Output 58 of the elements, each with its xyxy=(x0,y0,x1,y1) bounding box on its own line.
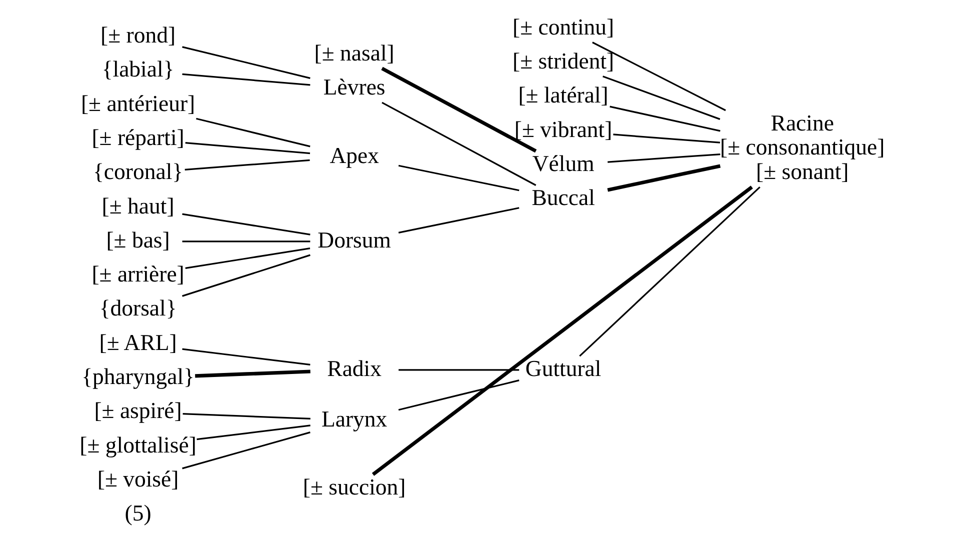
connector xyxy=(380,66,536,153)
node-text: Dorsum xyxy=(317,227,390,252)
node-text: [± haut] xyxy=(101,193,174,218)
connector xyxy=(182,240,310,242)
node-text: Larynx xyxy=(320,406,387,432)
node-text: {pharyngal} xyxy=(81,364,194,390)
connector xyxy=(607,153,720,163)
connector xyxy=(182,348,310,366)
node-text: {labial} xyxy=(101,56,174,82)
node-text: [± succion] xyxy=(302,474,406,500)
node-text: Racine [± consonantique] [± sonant] xyxy=(719,110,884,184)
node-text: [± nasal] xyxy=(314,40,394,66)
connector xyxy=(398,380,519,411)
connector xyxy=(371,186,752,476)
label: (5) xyxy=(124,500,151,526)
connector xyxy=(182,254,310,297)
connector xyxy=(184,247,310,270)
connector xyxy=(182,73,310,86)
connector xyxy=(592,42,726,112)
connector xyxy=(182,432,310,470)
node-text: [± arrière] xyxy=(91,262,184,287)
node-text: [± réparti] xyxy=(91,124,184,150)
connector xyxy=(609,106,720,132)
connector xyxy=(612,134,720,144)
connector xyxy=(398,207,519,234)
connector xyxy=(184,159,310,170)
node-text: [± ARL] xyxy=(98,330,176,355)
node-text: [± aspiré] xyxy=(94,398,182,424)
connector xyxy=(182,213,310,236)
node-text: Vélum xyxy=(532,151,594,176)
connector xyxy=(182,413,310,420)
node-text: Lèvres xyxy=(322,74,385,100)
connector xyxy=(381,102,536,186)
connector xyxy=(398,369,519,371)
connector xyxy=(182,46,310,79)
connector xyxy=(184,142,310,154)
connector xyxy=(196,118,310,148)
node-text: {dorsal} xyxy=(98,296,176,321)
node-text: [± continu] xyxy=(512,14,614,40)
node-text: [± voisé] xyxy=(96,466,178,492)
connector xyxy=(194,370,310,378)
connector xyxy=(196,424,310,440)
node-text: [± bas] xyxy=(106,227,170,252)
node-text: [± rond] xyxy=(100,22,176,48)
connector xyxy=(398,164,519,192)
connector xyxy=(606,164,720,192)
node-text: Radix xyxy=(326,356,382,381)
node-text: [± antérieur] xyxy=(80,90,195,116)
node-text: Apex xyxy=(329,142,378,168)
node-text: [± vibrant] xyxy=(514,116,612,142)
node-text: Guttural xyxy=(524,356,601,381)
node-text: {coronal} xyxy=(92,159,183,184)
node-text: Buccal xyxy=(531,185,594,210)
connector xyxy=(602,76,720,120)
node-text: [± strident] xyxy=(512,48,614,74)
connector xyxy=(578,186,760,357)
node-text: [± glottalisé] xyxy=(79,432,196,458)
node-text: [± latéral] xyxy=(518,82,608,108)
